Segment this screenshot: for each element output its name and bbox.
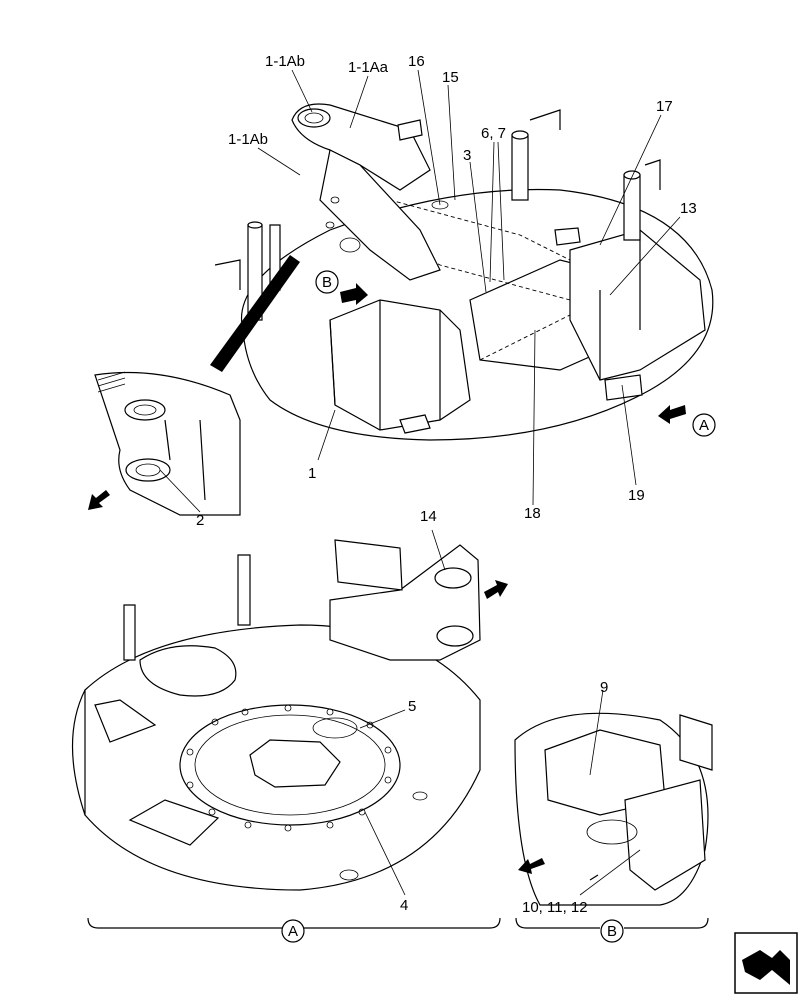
callout-1-1ab-top: 1-1Ab <box>265 53 305 70</box>
callout-1-1aa: 1-1Aa <box>348 59 389 76</box>
callout-1: 1 <box>308 465 316 482</box>
callout-4: 4 <box>400 897 408 914</box>
callout-labels: 1-1Ab 1-1Aa 16 15 1-1Ab 6, 7 3 17 13 1 2… <box>196 53 697 916</box>
upper-frame-assembly <box>210 103 714 441</box>
callout-17: 17 <box>656 98 673 115</box>
view-marker-b-top: B <box>315 270 339 294</box>
callout-1-1ab-left: 1-1Ab <box>228 131 268 148</box>
svg-text:B: B <box>322 274 332 291</box>
lower-pin-detail <box>94 371 241 516</box>
page-turn-arrow-icon[interactable] <box>734 932 798 994</box>
callout-9: 9 <box>600 679 608 696</box>
view-markers: B A A B <box>87 270 716 943</box>
view-b-frame-detail <box>514 712 713 906</box>
callout-18: 18 <box>524 505 541 522</box>
callout-19: 19 <box>628 487 645 504</box>
svg-text:A: A <box>699 417 709 434</box>
view-marker-a-bottom: A <box>87 917 501 943</box>
callout-6-7: 6, 7 <box>481 125 506 142</box>
callout-13: 13 <box>680 200 697 217</box>
direction-arrow-icon <box>88 283 686 874</box>
view-marker-b-bottom: B <box>515 917 709 943</box>
svg-text:B: B <box>607 923 617 940</box>
callout-16: 16 <box>408 53 425 70</box>
callout-10-11-12: 10, 11, 12 <box>522 899 588 916</box>
callout-2: 2 <box>196 512 204 529</box>
svg-text:A: A <box>288 923 298 940</box>
leader-lines <box>159 69 681 896</box>
view-a-turntable <box>71 539 481 891</box>
callout-14: 14 <box>420 508 437 525</box>
view-marker-a-right: A <box>692 413 716 437</box>
callout-15: 15 <box>442 69 459 86</box>
callout-5: 5 <box>408 698 416 715</box>
callout-3: 3 <box>463 147 471 164</box>
